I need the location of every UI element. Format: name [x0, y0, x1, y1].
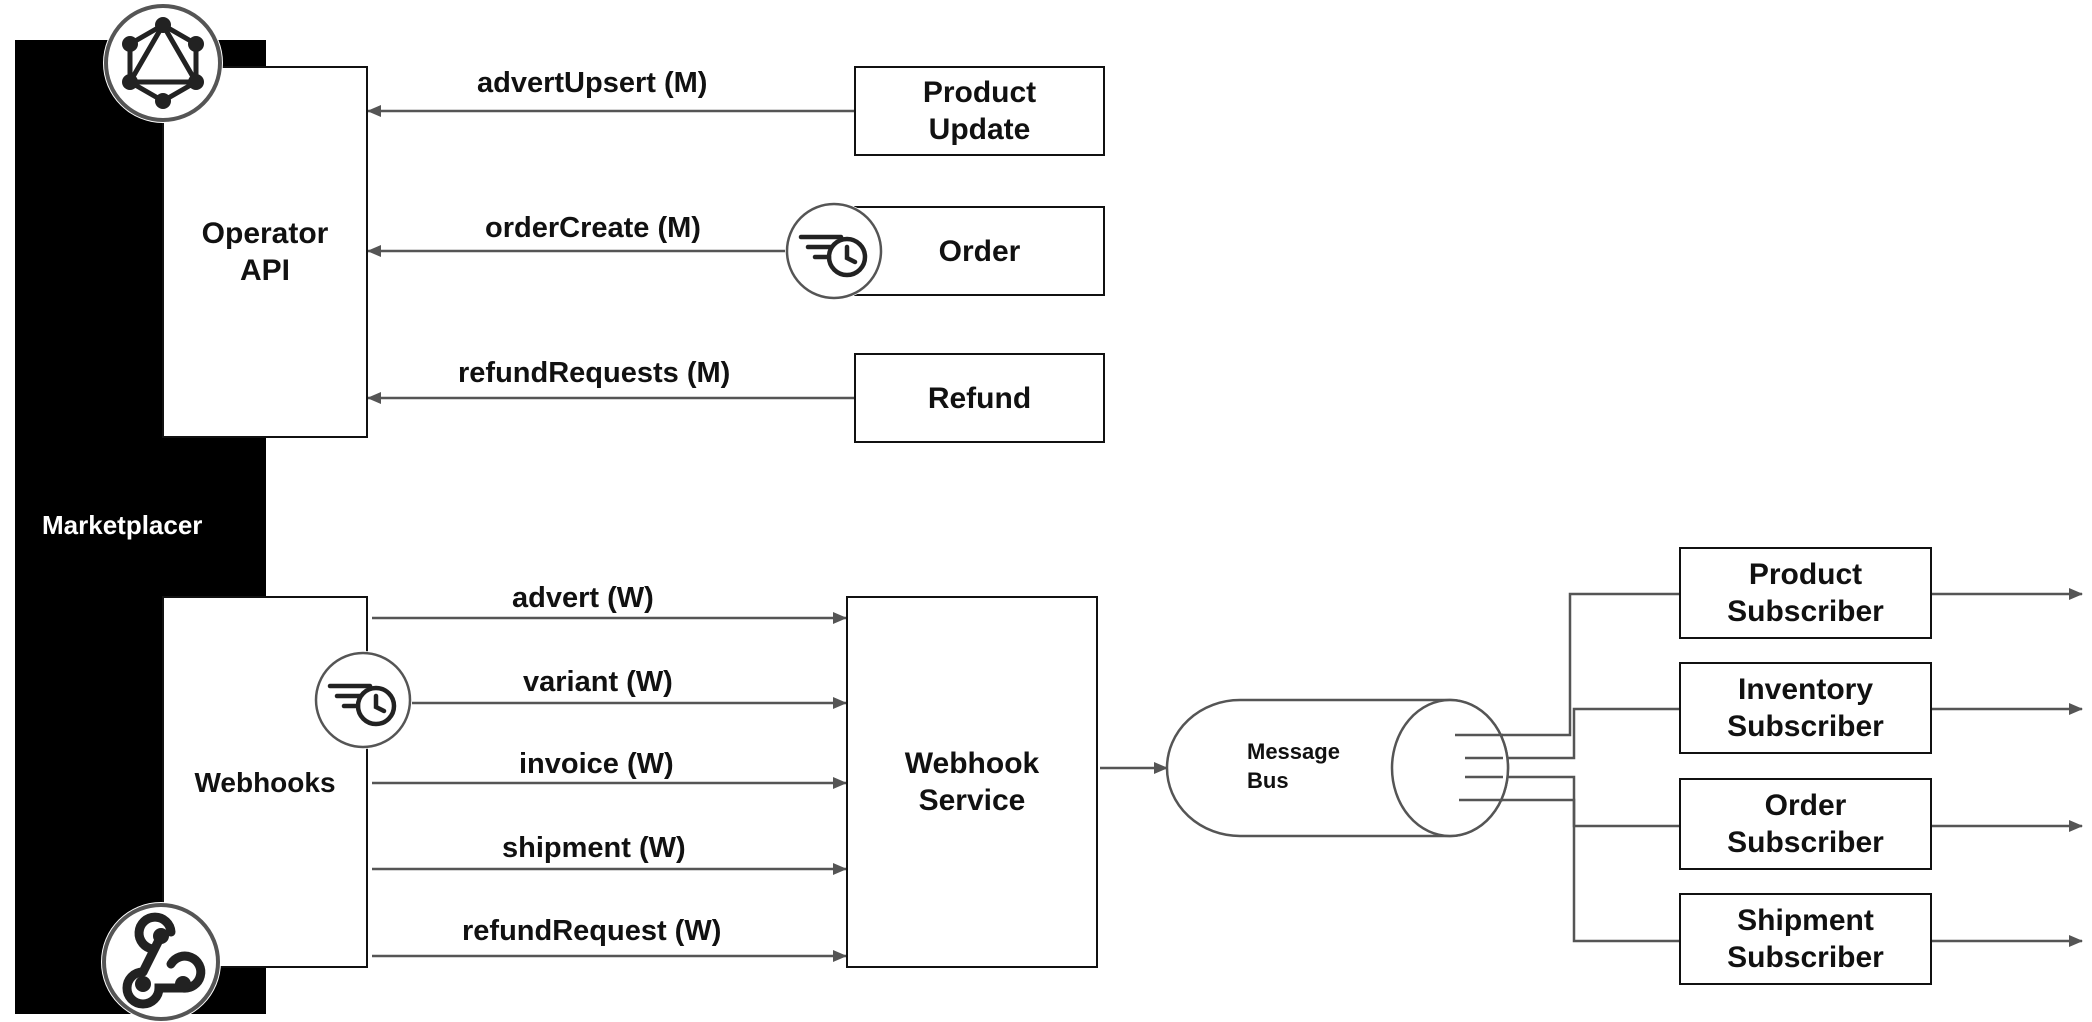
graphql-icon — [103, 3, 223, 123]
message-bus-label: Message Bus — [1247, 739, 1340, 793]
variant-fast-delivery-icon — [314, 651, 412, 749]
refund-requests-label: refundRequests (M) — [458, 357, 731, 389]
webhook-service-box: Webhook Service — [846, 596, 1098, 968]
refund-request-webhook-label: refundRequest (W) — [462, 915, 722, 947]
inventory-subscriber-box: Inventory Subscriber — [1679, 662, 1932, 754]
bus-to-product-subscriber-line — [1457, 592, 1683, 737]
shipment-subscriber-box: Shipment Subscriber — [1679, 893, 1932, 985]
order-box: Order — [854, 206, 1105, 296]
bus-to-inventory-subscriber-line — [1467, 707, 1683, 760]
webhooks-box: Webhooks — [162, 596, 368, 968]
bus-to-shipment-subscriber-line — [1461, 798, 1683, 943]
order-create-label: orderCreate (M) — [485, 212, 701, 244]
product-update-box: Product Update — [854, 66, 1105, 156]
operator-api-box: Operator API — [162, 66, 368, 438]
advert-webhook-label: advert (W) — [512, 582, 654, 614]
shipment-webhook-label: shipment (W) — [502, 832, 686, 864]
order-subscriber-box: Order Subscriber — [1679, 778, 1932, 870]
product-subscriber-box: Product Subscriber — [1679, 547, 1932, 639]
invoice-webhook-label: invoice (W) — [519, 748, 674, 780]
variant-webhook-label: variant (W) — [523, 666, 673, 698]
order-fast-delivery-icon — [785, 202, 883, 300]
marketplacer-label: Marketplacer — [42, 510, 203, 540]
webhook-icon — [101, 902, 221, 1022]
advert-upsert-label: advertUpsert (M) — [477, 67, 708, 99]
refund-box: Refund — [854, 353, 1105, 443]
